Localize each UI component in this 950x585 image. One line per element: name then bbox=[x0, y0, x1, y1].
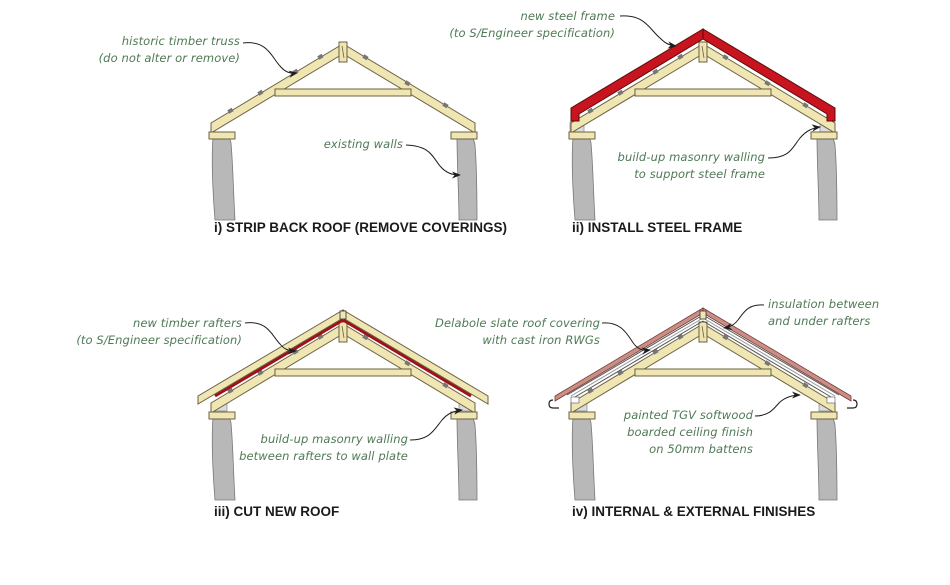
annotation-new-timber-rafters: new timber rafters (to S/Engineer specif… bbox=[76, 316, 242, 347]
annotation-build-up-masonry-steel: build-up masonry walling to support stee… bbox=[617, 150, 765, 181]
annotation-delabole-slate: Delabole slate roof covering with cast i… bbox=[435, 316, 600, 347]
caption-panel-ii: ii) INSTALL STEEL FRAME bbox=[572, 220, 743, 235]
annotation-existing-walls: existing walls bbox=[323, 137, 403, 151]
annotation-tgv-ceiling: painted TGV softwood boarded ceiling fin… bbox=[623, 408, 753, 456]
annotation-insulation: insulation between and under rafters bbox=[768, 297, 880, 328]
annotation-new-steel-frame: new steel frame (to S/Engineer specifica… bbox=[449, 9, 615, 40]
annotation-historic-timber-truss: historic timber truss (do not alter or r… bbox=[98, 34, 240, 65]
panel-ii-drawing bbox=[568, 28, 838, 221]
caption-panel-iv: iv) INTERNAL & EXTERNAL FINISHES bbox=[572, 504, 816, 519]
annotation-build-up-masonry-rafters: build-up masonry walling between rafters… bbox=[239, 432, 408, 463]
panel-i-drawing bbox=[208, 41, 478, 221]
panel-iv-drawing bbox=[548, 307, 858, 501]
panel-iii-drawing bbox=[197, 309, 489, 501]
caption-panel-iii: iii) CUT NEW ROOF bbox=[214, 504, 340, 519]
caption-panel-i: i) STRIP BACK ROOF (REMOVE COVERINGS) bbox=[214, 220, 508, 235]
